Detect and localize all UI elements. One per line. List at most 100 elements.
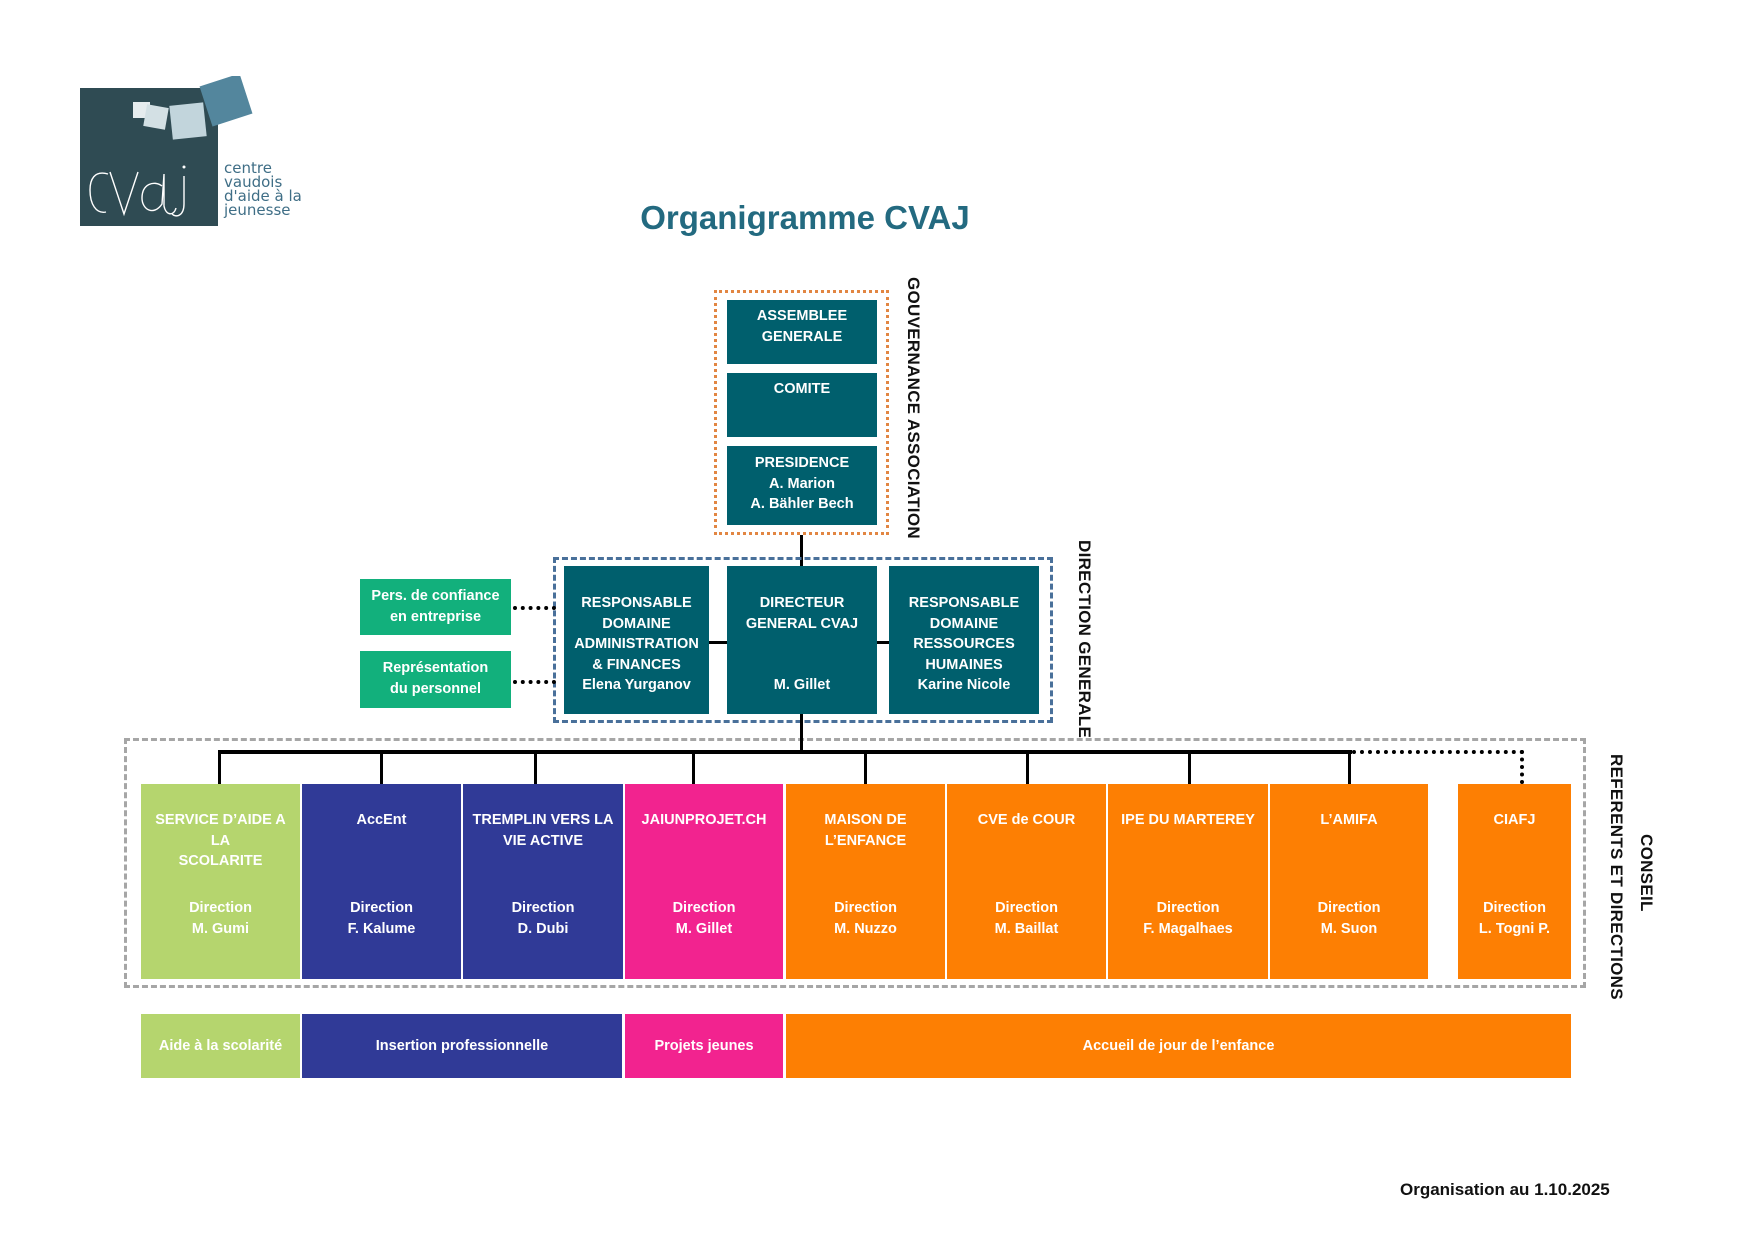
unit-direction: Direction M. Gillet: [629, 898, 779, 939]
dotted-connector: [513, 606, 556, 610]
domain-label: Accueil de jour de l’enfance: [1082, 1038, 1275, 1054]
domain-accueil-enfance[interactable]: Accueil de jour de l’enfance: [786, 1014, 1571, 1078]
unit-direction-line: D. Dubi: [517, 920, 569, 937]
governance-label: GOUVERNANCE ASSOCIATION: [904, 277, 923, 539]
presidence-box[interactable]: PRESIDENCE A. Marion A. Bähler Bech: [727, 446, 877, 525]
domain-aide-scolarite[interactable]: Aide à la scolarité: [141, 1014, 300, 1078]
council-label-line2: REFERENTS ET DIRECTIONS: [1607, 754, 1626, 1000]
unit-direction-line: Direction: [189, 900, 252, 916]
logo-graphic: [80, 73, 253, 226]
box-line: DIRECTEUR: [759, 595, 845, 611]
box-line: Représentation: [382, 660, 489, 676]
box-line: Pers. de confiance: [371, 588, 500, 604]
unit-direction-line: Direction: [1317, 900, 1381, 916]
unit-name-line: CVE de COUR: [977, 812, 1076, 828]
unit-direction-line: Direction: [1156, 900, 1220, 916]
unit-name-line: IPE DU MARTEREY: [1121, 812, 1255, 828]
domain-label: Projets jeunes: [654, 1038, 754, 1054]
unit-name: CIAFJ: [1462, 810, 1567, 831]
direction-group: [553, 557, 1053, 723]
unit-direction: Direction F. Magalhaes: [1112, 898, 1264, 939]
unit-name: IPE DU MARTEREY: [1112, 810, 1264, 831]
box-line: DOMAINE: [602, 615, 671, 632]
box-line: GENERAL CVAJ: [745, 615, 859, 632]
domain-label: Insertion professionnelle: [375, 1038, 549, 1054]
unit-box[interactable]: CVE de COUR Direction M. Baillat: [947, 784, 1106, 979]
box-line: GENERALE: [761, 328, 843, 345]
cvaj-logo: centre vaudois d'aide à la jeunesse: [80, 73, 320, 228]
directeur-general-box[interactable]: DIRECTEUR GENERAL CVAJ M. Gillet: [727, 566, 877, 714]
domain-label: Aide à la scolarité: [158, 1038, 283, 1054]
box-line: PRESIDENCE: [754, 455, 850, 471]
responsable-admin-finances-box[interactable]: RESPONSABLE DOMAINE ADMINISTRATION & FIN…: [564, 566, 709, 714]
unit-direction: Direction M. Baillat: [951, 898, 1102, 939]
box-line: HUMAINES: [925, 656, 1003, 673]
page-title: Organigramme CVAJ: [640, 199, 970, 236]
connector: [1188, 752, 1191, 784]
unit-name-line: MAISON DE: [824, 812, 907, 828]
unit-direction-line: M. Baillat: [994, 920, 1059, 937]
box-line: en entreprise: [389, 608, 482, 625]
unit-direction-line: L. Togni P.: [1478, 920, 1551, 937]
unit-name: CVE de COUR: [951, 810, 1102, 831]
connector: [800, 714, 803, 754]
unit-name-line: L’AMIFA: [1320, 812, 1378, 828]
connector: [877, 641, 889, 644]
unit-box[interactable]: L’AMIFA Direction M. Suon: [1270, 784, 1428, 979]
tagline-line: d'aide à la: [224, 187, 302, 205]
unit-name-line: VIE ACTIVE: [502, 832, 584, 849]
box-line: COMITE: [773, 381, 831, 397]
unit-direction-line: F. Magalhaes: [1143, 920, 1233, 937]
personne-confiance-box[interactable]: Pers. de confiance en entreprise: [360, 579, 511, 635]
box-line: & FINANCES: [592, 656, 681, 673]
unit-name-line: SERVICE D’AIDE A LA: [155, 812, 286, 849]
unit-direction-line: Direction: [1483, 900, 1546, 916]
comite-box[interactable]: COMITE: [727, 373, 877, 437]
connector: [709, 641, 727, 644]
box-line: A. Bähler Bech: [750, 496, 854, 512]
connector: [218, 752, 221, 784]
box-line: Elena Yurganov: [582, 677, 691, 693]
box-line: du personnel: [389, 680, 482, 697]
connector-bus: [218, 750, 1352, 754]
governance-group: [714, 290, 889, 535]
unit-name: AccEnt: [306, 810, 457, 831]
assemblee-generale-box[interactable]: ASSEMBLEE GENERALE: [727, 300, 877, 364]
connector: [534, 752, 537, 784]
unit-direction-line: Direction: [995, 900, 1058, 916]
logo-tagline: centre vaudois d'aide à la jeunesse: [224, 159, 302, 218]
unit-name-line: CIAFJ: [1493, 812, 1536, 828]
connector: [864, 752, 867, 784]
connector: [1026, 752, 1029, 784]
unit-direction: Direction M. Suon: [1274, 898, 1424, 939]
box-line: RESPONSABLE: [581, 595, 692, 611]
unit-direction-line: F. Kalume: [347, 920, 416, 937]
unit-direction-line: Direction: [672, 900, 736, 916]
unit-direction-line: Direction: [834, 900, 897, 916]
organisation-date: Organisation au 1.10.2025: [1400, 1180, 1610, 1199]
representation-personnel-box[interactable]: Représentation du personnel: [360, 651, 511, 708]
unit-box[interactable]: CIAFJ Direction L. Togni P.: [1458, 784, 1571, 979]
tagline-line: centre: [224, 159, 272, 177]
unit-direction-line: M. Suon: [1320, 920, 1378, 937]
tagline-line: vaudois: [224, 173, 283, 191]
dg-name: M. Gillet: [773, 677, 831, 693]
unit-box[interactable]: IPE DU MARTEREY Direction F. Magalhaes: [1108, 784, 1268, 979]
domain-projets-jeunes[interactable]: Projets jeunes: [625, 1014, 783, 1078]
direction-label: DIRECTION GENERALE: [1075, 540, 1094, 739]
connector: [1348, 752, 1351, 784]
connector: [800, 535, 803, 566]
unit-direction-line: M. Gillet: [675, 920, 733, 937]
unit-name-line: AccEnt: [356, 812, 407, 828]
responsable-rh-box[interactable]: RESPONSABLE DOMAINE RESSOURCES HUMAINES …: [889, 566, 1039, 714]
domain-insertion-professionnelle[interactable]: Insertion professionnelle: [302, 1014, 622, 1078]
